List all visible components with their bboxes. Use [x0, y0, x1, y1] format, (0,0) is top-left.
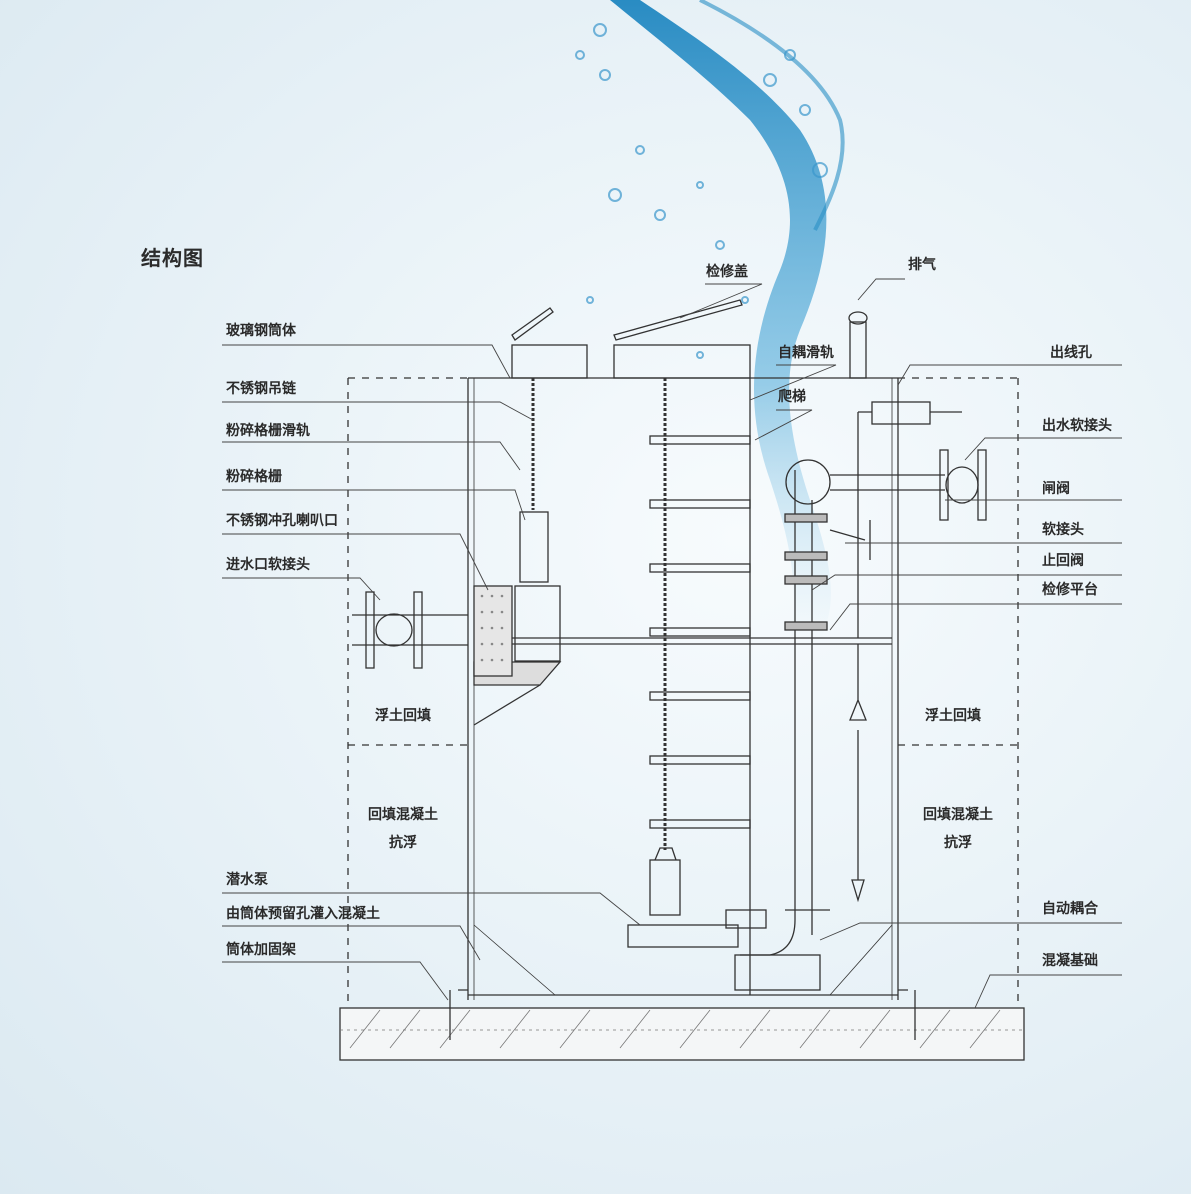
ladder: [649, 378, 751, 995]
outlet-elbow: [785, 459, 831, 505]
label-ss-chain: 不锈钢吊链: [226, 381, 296, 397]
label-ladder: 爬梯: [778, 389, 806, 405]
label-soft-joint: 软接头: [1042, 522, 1084, 538]
label-platform: 检修平台: [1042, 582, 1098, 598]
maintenance-platform: [474, 637, 892, 645]
label-guide-rail: 自耦滑轨: [778, 345, 834, 361]
zone-concrete-left-line2: 抗浮: [389, 835, 417, 851]
cover-housing-right: [613, 344, 751, 379]
outlet-flange: [939, 449, 987, 521]
zone-backfill-left: 浮土回填: [375, 708, 431, 724]
submersible-pump: [627, 847, 767, 948]
grinder-motor: [519, 511, 549, 583]
label-ss-horn: 不锈钢冲孔喇叭口: [226, 513, 338, 529]
label-auto-coupling: 自动耦合: [1042, 901, 1098, 917]
label-gate-valve: 闸阀: [1042, 481, 1070, 497]
zone-concrete-left-line1: 回填混凝土: [368, 807, 438, 823]
label-grinder: 粉碎格栅: [226, 469, 282, 485]
label-frp-body: 玻璃钢筒体: [226, 323, 296, 339]
cover-housing-left: [511, 344, 588, 379]
label-concrete-pour: 由筒体预留孔灌入混凝土: [226, 906, 380, 922]
vent-pipe: [849, 321, 867, 379]
label-pump: 潜水泵: [226, 872, 268, 888]
label-outlet-joint: 出水软接头: [1042, 418, 1112, 434]
zone-backfill-right: 浮土回填: [925, 708, 981, 724]
diagram-title: 结构图: [141, 246, 204, 270]
zone-concrete-right-line2: 抗浮: [944, 835, 972, 851]
label-inlet-joint: 进水口软接头: [226, 557, 310, 573]
label-check-valve: 止回阀: [1042, 553, 1084, 569]
perforated-horn: [473, 585, 513, 677]
label-cover: 检修盖: [706, 264, 748, 280]
concrete-foundation: [339, 1007, 1025, 1061]
label-frame: 筒体加固架: [226, 942, 296, 958]
label-foundation: 混凝基础: [1042, 953, 1098, 969]
zone-concrete-right-line1: 回填混凝土: [923, 807, 993, 823]
label-vent: 排气: [908, 257, 936, 273]
cable-box: [871, 401, 931, 425]
label-grinder-rail: 粉碎格栅滑轨: [226, 423, 310, 439]
inlet-pipe: [352, 591, 468, 669]
label-cable-hole: 出线孔: [1050, 345, 1092, 361]
